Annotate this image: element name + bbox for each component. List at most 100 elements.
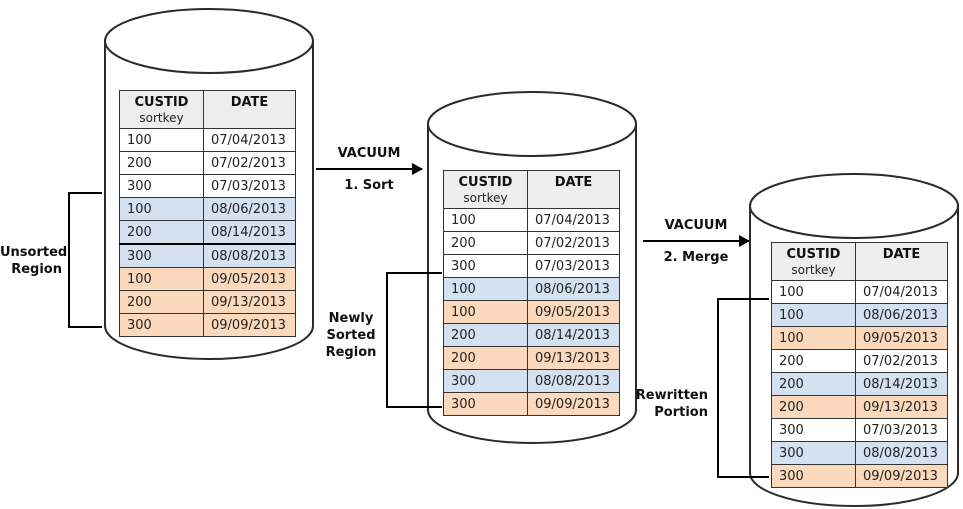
date-cell: 09/09/2013 <box>203 313 296 337</box>
custid-cell: 200 <box>119 151 204 175</box>
date-cell: 09/13/2013 <box>527 346 620 370</box>
date-header-cell: DATE <box>203 90 296 129</box>
custid-header-cell: CUSTID sortkey <box>119 90 204 129</box>
sortkey-header-label: sortkey <box>791 263 836 277</box>
custid-cell: 100 <box>443 277 528 301</box>
rewritten-portion-label: Rewritten Portion <box>635 388 708 420</box>
custid-cell: 300 <box>443 254 528 278</box>
date-cell: 08/06/2013 <box>855 303 948 327</box>
vacuum-sort-step: VACUUM 1. Sort <box>316 146 423 193</box>
date-cell: 08/14/2013 <box>855 372 948 396</box>
custid-header-label: CUSTID <box>786 247 841 262</box>
custid-cell: 200 <box>771 349 856 373</box>
sortkey-header-label: sortkey <box>463 191 508 205</box>
date-cell: 07/02/2013 <box>855 349 948 373</box>
vacuum-label: VACUUM <box>664 218 728 233</box>
custid-header-label: CUSTID <box>134 95 189 110</box>
date-cell: 07/02/2013 <box>203 151 296 175</box>
date-header-cell: DATE <box>527 170 620 209</box>
date-cell: 07/04/2013 <box>855 280 948 304</box>
date-cell: 07/03/2013 <box>855 418 948 442</box>
date-cell: 08/14/2013 <box>527 323 620 347</box>
newly-sorted-region-bracket <box>386 272 442 408</box>
custid-cell: 100 <box>119 128 204 152</box>
custid-cell: 300 <box>771 464 856 488</box>
custid-cell: 200 <box>119 220 204 245</box>
custid-cell: 300 <box>771 418 856 442</box>
unsorted-region-bracket <box>68 192 102 328</box>
date-cell: 08/08/2013 <box>527 369 620 393</box>
custid-cell: 300 <box>771 441 856 465</box>
date-header-label: DATE <box>554 175 593 190</box>
table-header-row: CUSTID sortkey DATE <box>771 242 948 281</box>
unsorted-region-label: Unsorted Region <box>0 245 68 277</box>
custid-cell: 200 <box>443 323 528 347</box>
date-cell: 07/03/2013 <box>527 254 620 278</box>
custid-cell: 300 <box>443 392 528 416</box>
date-cell: 08/08/2013 <box>855 441 948 465</box>
date-cell: 08/06/2013 <box>527 277 620 301</box>
custid-cell: 100 <box>771 326 856 350</box>
date-cell: 09/13/2013 <box>203 290 296 314</box>
custid-cell: 200 <box>771 395 856 419</box>
custid-cell: 100 <box>771 280 856 304</box>
sortkey-header-label: sortkey <box>139 111 184 125</box>
custid-cell: 100 <box>119 197 204 221</box>
custid-cell: 100 <box>119 267 204 291</box>
custid-cell: 100 <box>443 208 528 232</box>
custid-header-label: CUSTID <box>458 175 513 190</box>
newly-sorted-region-label: Newly Sorted Region <box>325 311 377 360</box>
custid-cell: 300 <box>119 243 204 268</box>
custid-cell: 200 <box>771 372 856 396</box>
sort-step-label: 1. Sort <box>344 178 394 193</box>
merge-step-label: 2. Merge <box>663 250 729 265</box>
table-header-row: CUSTID sortkey DATE <box>443 170 620 209</box>
date-cell: 07/03/2013 <box>203 174 296 198</box>
date-cell: 08/06/2013 <box>203 197 296 221</box>
custid-cell: 300 <box>119 174 204 198</box>
custid-header-cell: CUSTID sortkey <box>771 242 856 281</box>
custid-cell: 100 <box>443 300 528 324</box>
date-header-label: DATE <box>882 247 921 262</box>
date-cell: 09/09/2013 <box>527 392 620 416</box>
vacuum-label: VACUUM <box>337 146 401 161</box>
custid-cell: 300 <box>443 369 528 393</box>
date-cell: 07/04/2013 <box>203 128 296 152</box>
date-cell: 07/02/2013 <box>527 231 620 255</box>
date-cell: 08/14/2013 <box>203 220 296 245</box>
custid-cell: 200 <box>119 290 204 314</box>
custid-cell: 200 <box>443 231 528 255</box>
date-cell: 08/08/2013 <box>203 243 296 268</box>
date-cell: 09/05/2013 <box>855 326 948 350</box>
date-cell: 09/13/2013 <box>855 395 948 419</box>
custid-cell: 200 <box>443 346 528 370</box>
